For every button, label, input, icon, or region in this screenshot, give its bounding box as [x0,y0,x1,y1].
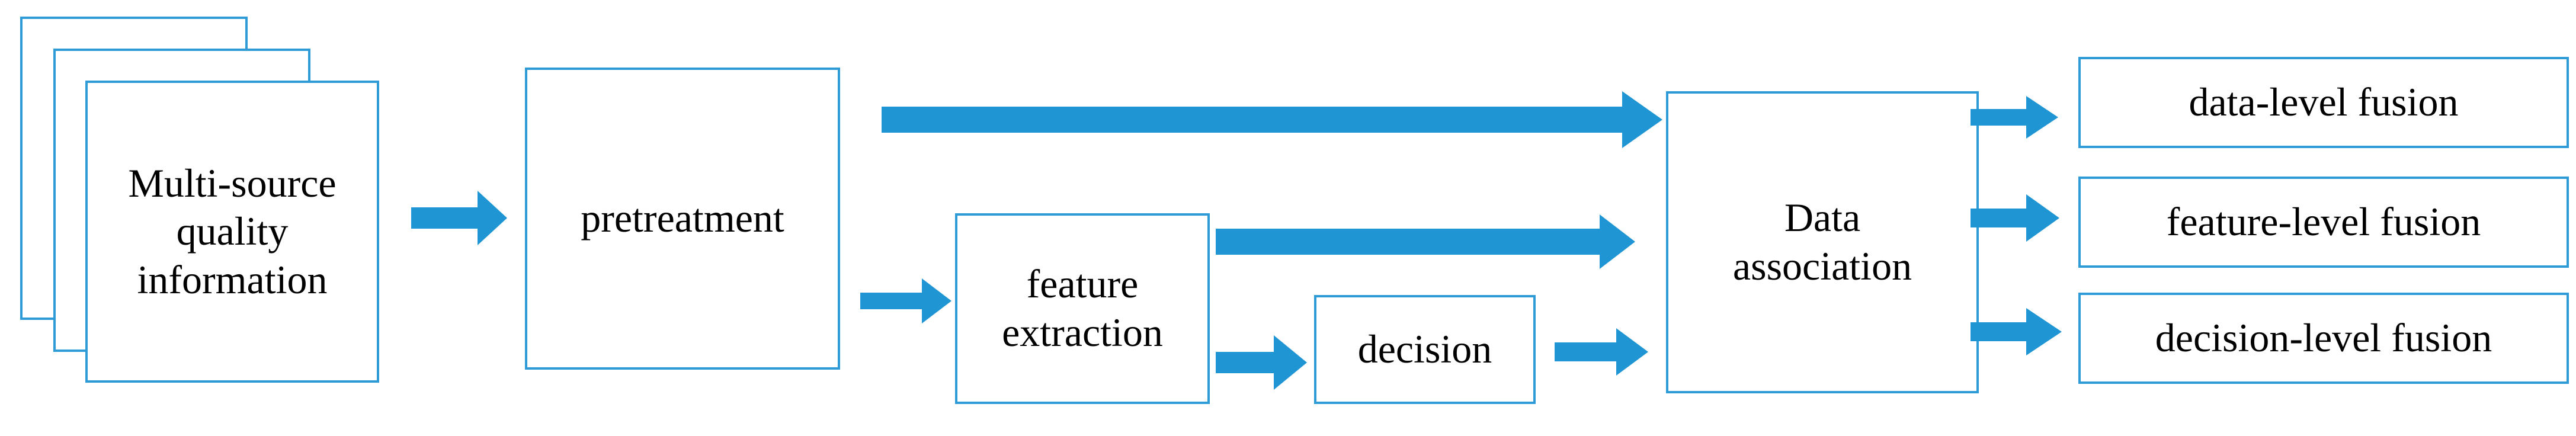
data-level-fusion-box [2078,57,2569,148]
source-box [85,81,379,383]
arrow-association-to-data-level [1971,96,2058,139]
arrow-feature-extraction-to-decision [1216,335,1307,390]
feature-extraction-box [955,213,1210,404]
arrow-pretreatment-to-association [882,91,1662,148]
decision-level-fusion-box [2078,293,2569,384]
arrow-association-to-decision-level [1971,308,2062,355]
data-association-box [1666,91,1979,393]
arrow-decision-to-association [1555,328,1648,376]
feature-level-fusion-box [2078,177,2569,268]
arrow-source-to-pretreatment [411,191,507,245]
pretreatment-box [525,68,840,370]
arrow-association-to-feature-level [1971,194,2059,242]
decision-box [1314,295,1536,404]
arrow-feature-extraction-to-association [1216,214,1635,269]
arrow-pretreatment-to-feature-extraction [860,278,951,323]
